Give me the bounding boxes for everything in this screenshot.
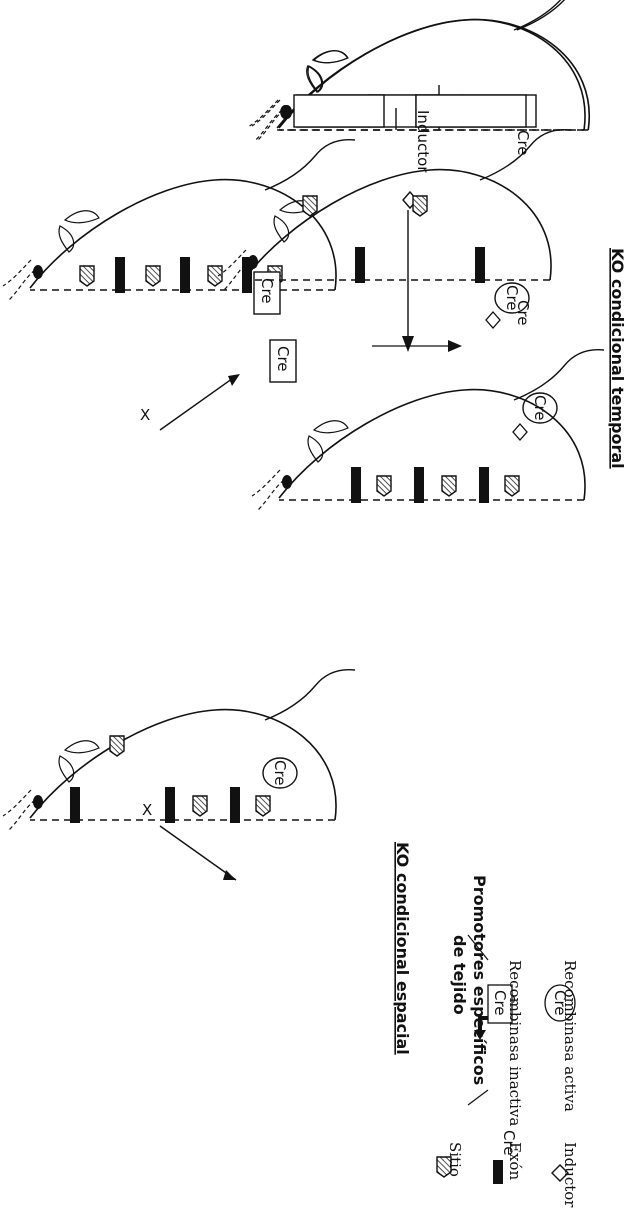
cre-label: Cre: [271, 760, 289, 786]
temporal-ko-label: KO condicional temporal: [608, 248, 626, 469]
recombinase-inactive-icon: Cre: [253, 271, 281, 315]
legend-site: Sitio: [436, 1142, 464, 1178]
cre-label: Cre: [514, 300, 532, 326]
exon-icon: [493, 1160, 503, 1184]
site-icon: [441, 475, 457, 497]
site-icon: [255, 795, 271, 817]
spatial-ko-label: KO condicional espacial: [393, 842, 412, 1055]
exon-icon: [115, 257, 125, 293]
legend-exon: Exón: [493, 1142, 524, 1184]
site-icon: [145, 265, 161, 287]
circled-cre-icon: [544, 984, 576, 1022]
mouse-ko-spatial: [2, 668, 356, 831]
cre-label: Cre: [491, 990, 509, 1016]
site-icon: [412, 195, 428, 217]
mouse-cre-inducible: [248, 0, 610, 141]
exon-icon: [479, 467, 489, 503]
cre-label: Cre: [514, 130, 532, 156]
legend-recombinase-active-label: Recombinasa activa: [561, 960, 579, 1112]
promoter-pointer: [467, 1089, 489, 1106]
site-icon: [302, 195, 318, 217]
cre-label: Cre: [531, 395, 549, 421]
legend-recombinase-inactive: Cre Recombinasa inactiva: [487, 960, 524, 1126]
legend-exon-label: Exón: [506, 1142, 524, 1180]
mouse-cre-inactive: [2, 138, 356, 301]
exon-icon: [475, 247, 485, 283]
legend-inducer: Inductor: [551, 1142, 579, 1208]
legend-recombinase-inactive-label: Recombinasa inactiva: [506, 960, 524, 1126]
exon-icon: [70, 787, 80, 823]
cre-label: Cre: [500, 1130, 518, 1156]
cre-label: Cre: [258, 278, 276, 304]
recombinase-inactive-icon: Cre: [269, 339, 297, 383]
promoter-pointer: [467, 934, 489, 961]
site-icon: [192, 795, 208, 817]
cross-symbol: X: [140, 406, 150, 424]
cre-label: Cre: [551, 990, 569, 1016]
cre-label: Cre: [274, 346, 292, 372]
site-icon: [109, 735, 125, 757]
legend-recombinase-active: Cre Recombinasa activa: [544, 960, 579, 1112]
mouse-floxed: [251, 348, 605, 511]
cre-label: Cre: [503, 285, 521, 311]
exon-icon: [355, 247, 365, 283]
exon-icon: [180, 257, 190, 293]
recombinase-active-icon: Cre: [485, 282, 530, 329]
arrow-line: [159, 825, 237, 881]
cross-symbol: X: [142, 801, 152, 819]
promoter-label: de tejido: [450, 935, 469, 1015]
recombinase-active-icon: Cre: [512, 392, 558, 441]
site-icon: [504, 475, 520, 497]
legend: Sitio Exón Inductor Cre Recombinasa inac…: [436, 960, 579, 1208]
exon-icon: [351, 467, 361, 503]
recombinase-active-icon: Cre: [262, 757, 298, 789]
exon-icon: [414, 467, 424, 503]
site-icon: [207, 265, 223, 287]
site-icon: [79, 265, 95, 287]
inducer-label: Inductor: [414, 110, 432, 173]
site-icon: [376, 475, 392, 497]
exon-icon: [165, 787, 175, 823]
arrow-line: [159, 375, 237, 431]
legend-inducer-label: Inductor: [561, 1142, 579, 1208]
diamond-icon: [551, 1164, 569, 1182]
legend-site-label: Sitio: [446, 1142, 464, 1177]
exon-icon: [230, 787, 240, 823]
boxed-cre-icon: [487, 984, 513, 1024]
promoter-label: Promotores específicos: [470, 875, 489, 1085]
